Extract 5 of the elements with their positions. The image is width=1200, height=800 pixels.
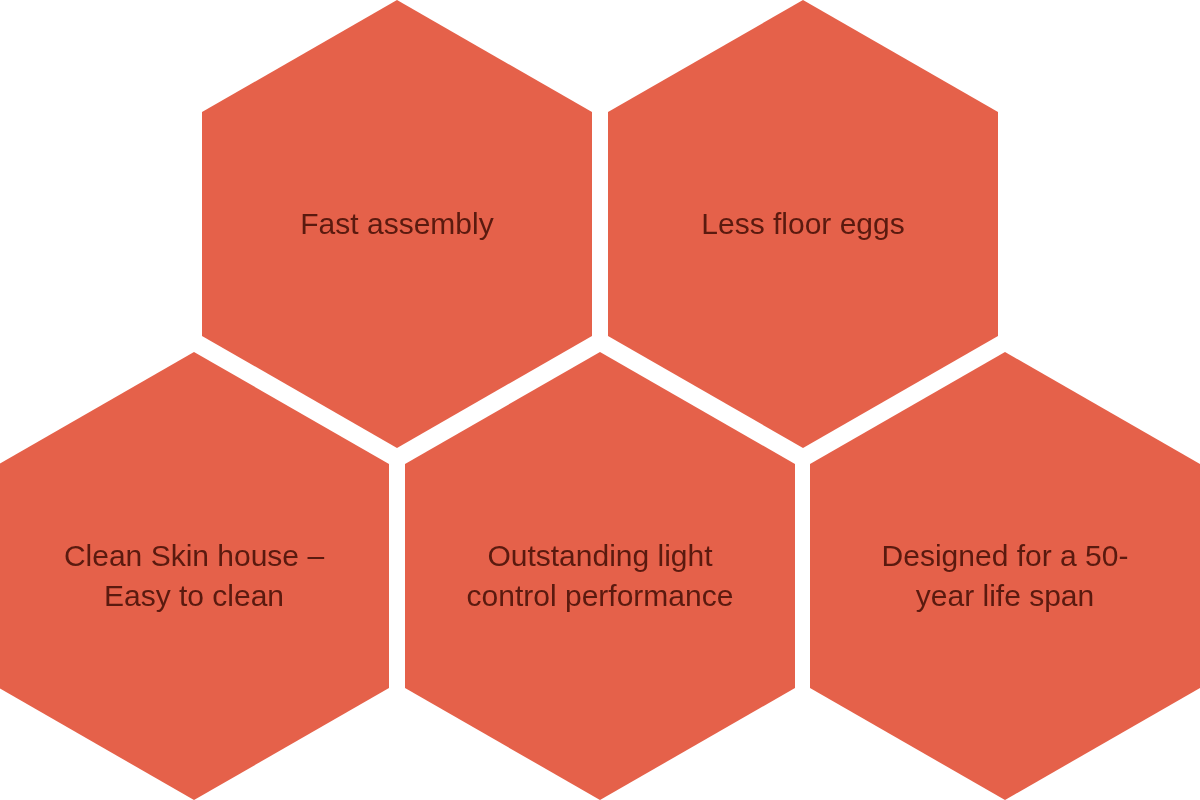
tile-label: Outstanding light control performance	[465, 538, 735, 614]
tile-label: Clean Skin house – Easy to clean	[62, 538, 326, 614]
tile-label: Fast assembly	[299, 206, 495, 242]
tile-label: Less floor eggs	[700, 206, 906, 242]
tile-label: Designed for a 50-year life span	[880, 538, 1130, 614]
